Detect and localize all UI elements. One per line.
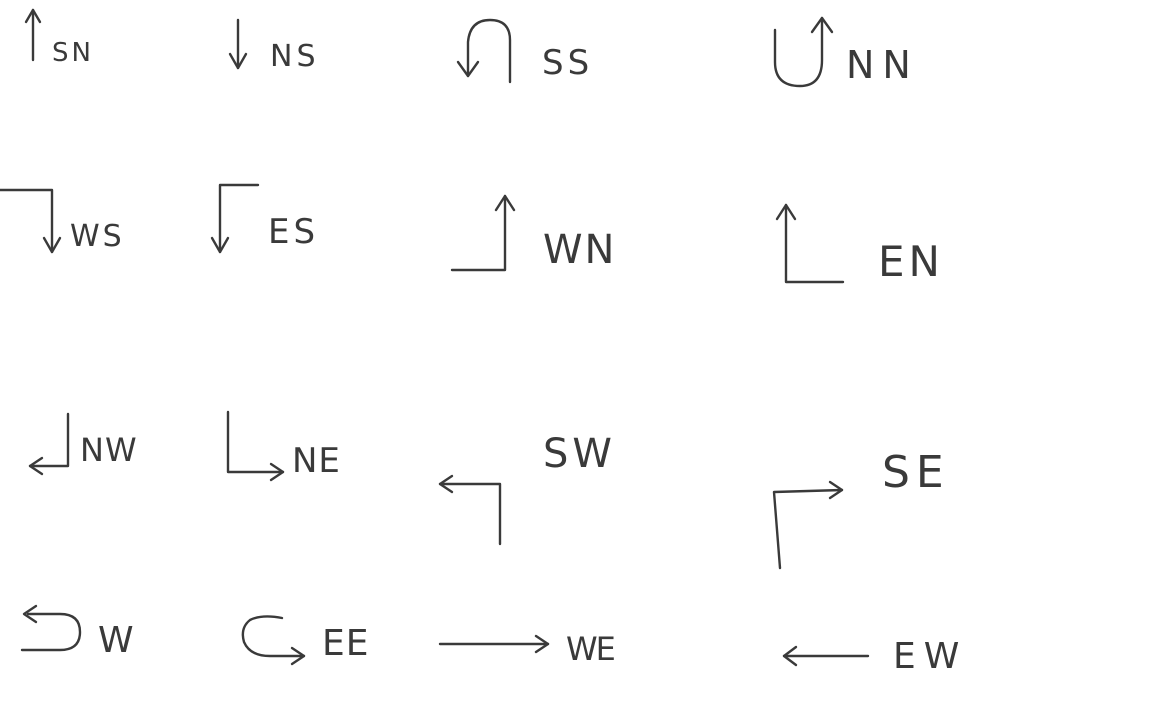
- arrow-ew: [782, 645, 870, 667]
- label-ns: NS: [270, 39, 319, 74]
- arrow-es: [210, 183, 260, 254]
- label-se: SE: [882, 447, 950, 498]
- label-w: W: [98, 620, 134, 661]
- arrow-we: [438, 634, 550, 654]
- label-es: ES: [268, 212, 319, 252]
- arrow-ne: [226, 410, 285, 482]
- label-ne: NE: [292, 441, 341, 481]
- label-en: EN: [878, 237, 944, 286]
- arrow-nn: [773, 16, 834, 88]
- arrow-ns: [228, 18, 248, 70]
- arrow-se: [772, 480, 844, 570]
- label-ee: EE: [322, 623, 370, 664]
- arrow-w: [20, 604, 82, 652]
- label-ew: EW: [893, 636, 967, 677]
- label-ws: WS: [70, 219, 125, 254]
- arrow-sn: [24, 8, 42, 62]
- arrow-ee: [241, 615, 306, 666]
- label-sw: SW: [543, 431, 616, 477]
- label-wn: WN: [543, 227, 616, 273]
- label-nw: NW: [80, 431, 138, 469]
- label-nn: NN: [846, 43, 919, 87]
- label-ss: SS: [542, 43, 593, 83]
- arrow-ss: [456, 18, 512, 84]
- arrow-ws: [0, 188, 62, 254]
- arrow-nw: [28, 412, 70, 476]
- arrow-sw: [438, 474, 502, 546]
- arrow-wn: [450, 194, 516, 272]
- label-sn: SN: [52, 38, 94, 68]
- arrow-en: [775, 203, 845, 284]
- label-we: WE: [566, 630, 615, 668]
